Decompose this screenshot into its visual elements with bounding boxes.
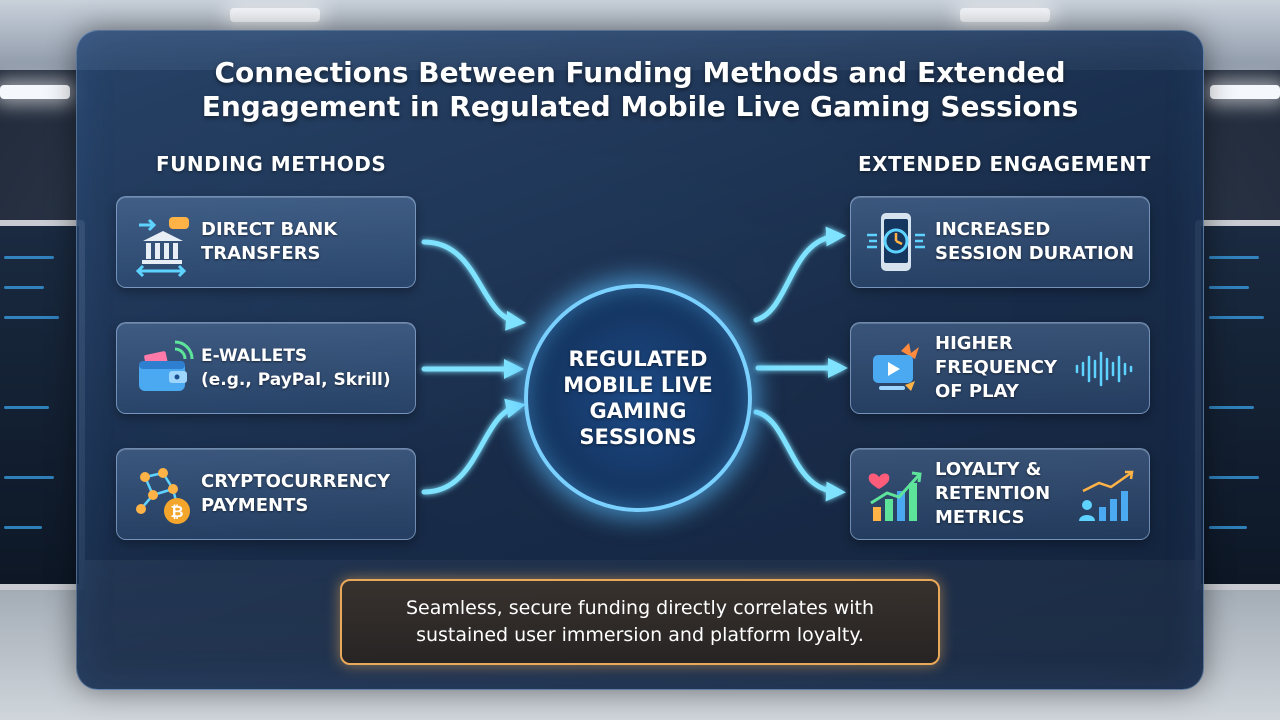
wallet-icon: [139, 340, 194, 391]
video-play-icon: [873, 343, 919, 391]
bank-transfers-label: DIRECT BANK TRANSFERS: [201, 219, 338, 264]
summary-callout: Seamless, secure funding directly correl…: [340, 579, 940, 665]
cryptocurrency-label: CRYPTOCURRENCY PAYMENTS: [201, 471, 391, 516]
ceiling-light: [960, 8, 1050, 22]
background-monitor-right: [1195, 220, 1280, 590]
engagement-card-loyalty: LOYALTY & RETENTION METRICS: [850, 448, 1150, 540]
hub-label: REGULATED MOBILE LIVE GAMING SESSIONS: [563, 347, 713, 449]
ceiling-light: [230, 8, 320, 22]
svg-text:₿: ₿: [170, 502, 183, 521]
bitcoin-network-icon: ₿: [136, 468, 190, 524]
engagement-card-session-duration: INCREASED SESSION DURATION: [850, 196, 1150, 288]
hub-gaming-sessions: REGULATED MOBILE LIVE GAMING SESSIONS: [524, 284, 752, 512]
funding-card-bank-transfers: DIRECT BANK TRANSFERS: [116, 196, 416, 288]
bank-transfer-icon: [135, 217, 189, 278]
funding-card-cryptocurrency: ₿ CRYPTOCURRENCY PAYMENTS: [116, 448, 416, 540]
phone-timer-icon: [867, 213, 925, 271]
sound-wave-icon: [1075, 351, 1133, 387]
e-wallets-label: E-WALLETS (e.g., PayPal, Skrill): [201, 346, 391, 390]
summary-text: Seamless, secure funding directly correl…: [405, 597, 875, 646]
session-duration-label: INCREASED SESSION DURATION: [935, 219, 1135, 264]
growth-chart-icon: [868, 471, 922, 521]
engagement-card-frequency: HIGHER FREQUENCY OF PLAY: [850, 322, 1150, 414]
funding-methods-heading: FUNDING METHODS: [156, 152, 387, 176]
frequency-label: HIGHER FREQUENCY OF PLAY: [935, 333, 1057, 402]
extended-engagement-heading: EXTENDED ENGAGEMENT: [858, 152, 1151, 176]
diagram-title: Connections Between Funding Methods and …: [201, 56, 1079, 123]
background-monitor-left: [0, 220, 85, 590]
user-growth-icon: [1079, 470, 1134, 521]
loyalty-label: LOYALTY & RETENTION METRICS: [935, 459, 1051, 528]
ceiling-light: [0, 85, 70, 99]
funding-card-e-wallets: E-WALLETS (e.g., PayPal, Skrill): [116, 322, 416, 414]
ceiling-light: [1210, 85, 1280, 99]
